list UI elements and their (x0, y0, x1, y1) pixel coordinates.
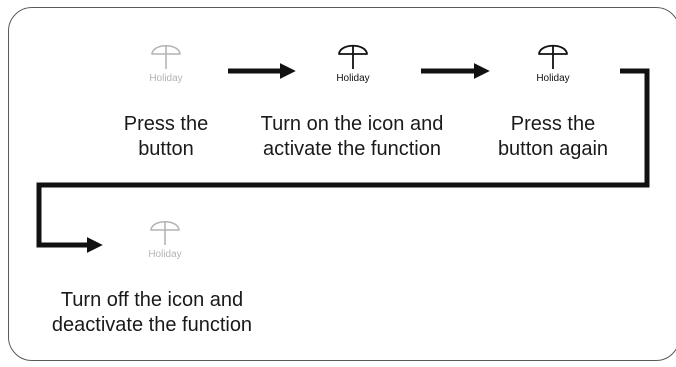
step-2-caption: Turn on the icon and activate the functi… (236, 112, 468, 162)
step-2-caption-line-1: Turn on the icon and (260, 113, 444, 135)
step-3-caption-line-1: Press the (510, 113, 596, 135)
holiday-label: Holiday (149, 73, 183, 84)
step-3-caption-line-2: button again (497, 138, 609, 160)
step-1-caption-line-1: Press the (123, 113, 209, 135)
holiday-label: Holiday (148, 249, 182, 260)
umbrella-icon (338, 44, 368, 69)
step-4-caption-line-1: Turn off the icon and (60, 289, 244, 311)
step-1-holiday-icon: Holiday (136, 40, 196, 90)
step-1-caption-line-2: button (138, 138, 194, 160)
step-4-holiday-icon: Holiday (135, 216, 195, 266)
umbrella-icon (151, 44, 181, 69)
holiday-label: Holiday (336, 73, 370, 84)
step-1-caption: Press the button (105, 112, 227, 162)
step-2-caption-line-2: activate the function (263, 138, 441, 160)
holiday-label: Holiday (536, 73, 570, 84)
arrow-step3-to-step4 (36, 68, 650, 254)
umbrella-icon (538, 44, 568, 69)
diagram-frame (8, 7, 676, 361)
step-2-holiday-icon: Holiday (323, 40, 383, 90)
umbrella-icon (150, 220, 180, 245)
step-3-holiday-icon: Holiday (523, 40, 583, 90)
step-3-caption: Press the button again (482, 112, 624, 162)
step-4-caption: Turn off the icon and deactivate the fun… (26, 288, 278, 338)
step-4-caption-line-2: deactivate the function (51, 314, 253, 336)
